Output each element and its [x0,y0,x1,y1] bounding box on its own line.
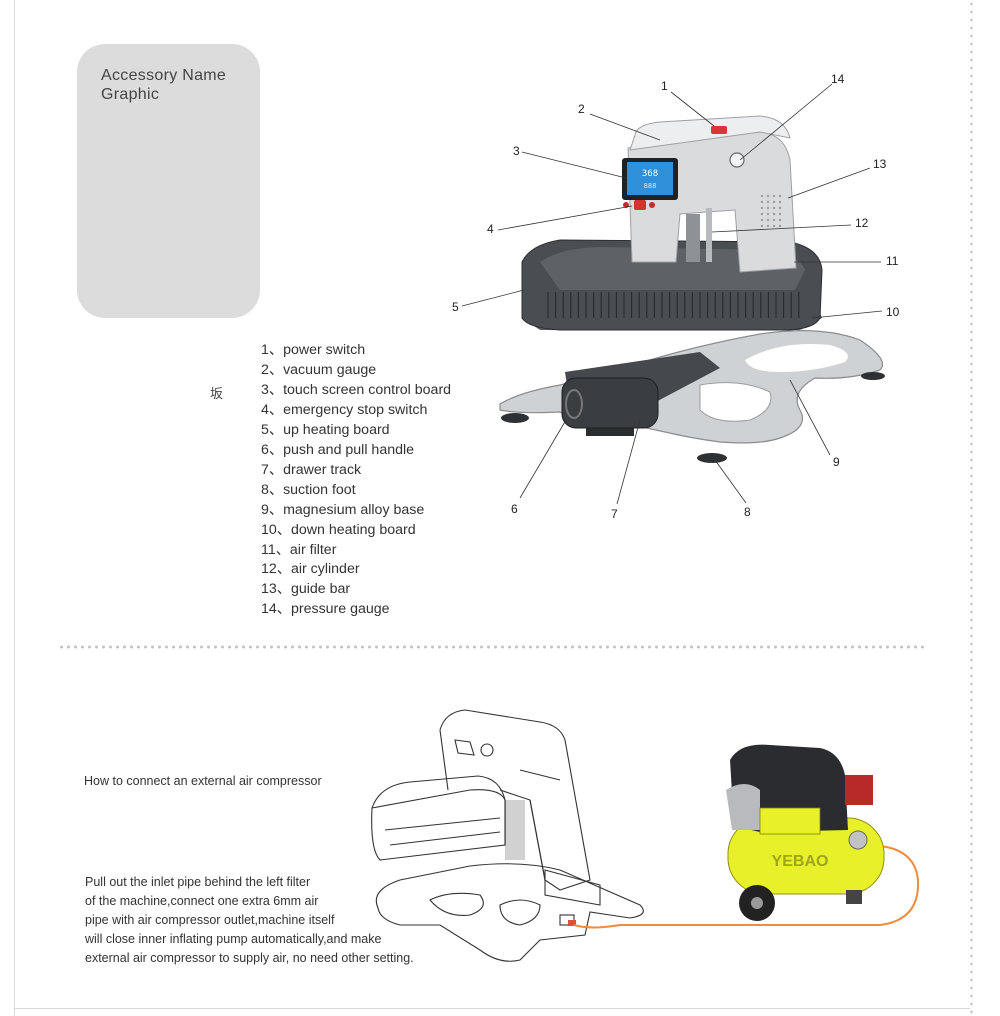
accessory-title-line2: Graphic [101,86,160,103]
legend-item: 5、up heating board [261,421,390,438]
handle-grip [565,389,583,419]
callout-4: 4 [487,222,494,236]
connection-description: Pull out the inlet pipe behind the left … [85,873,445,968]
description-line: Pull out the inlet pipe behind the left … [85,875,311,889]
compressor-wheel [739,885,775,921]
machine-top [629,115,791,151]
pressure-gauge [729,152,745,168]
callout-12: 12 [855,216,869,230]
callout-7: 7 [611,507,618,521]
callout-13: 13 [873,157,887,171]
bottom-border [14,1008,970,1009]
description-line: of the machine,connect one extra 6mm air [85,894,319,908]
suction-foot [501,413,529,423]
guide-bar [706,208,712,262]
emergency-stop-switch [634,200,646,210]
compressor-brand: YEBAO [772,853,829,870]
legend-item: 2、vacuum gauge [261,361,377,378]
wheel-hub [751,897,763,909]
compressor-tank [727,817,885,895]
accessory-name-box: Accessory Name Graphic [77,44,260,318]
suction-foot [697,453,727,463]
outlet-gauge [848,830,868,850]
pressure-switch-box [845,775,873,805]
legend-item: 3、touch screen control board [261,381,452,398]
stray-character: 坂 [210,387,224,402]
heat-press-illustration: 368 888 [461,83,885,505]
callout-14: 14 [831,72,845,86]
callout-11: 11 [886,254,899,268]
description-line: will close inner inflating pump automati… [85,932,382,946]
callout-3: 3 [513,144,520,158]
legend-item: 7、drawer track [261,461,362,478]
left-border [14,0,15,1016]
accessory-title-line1: Accessory Name [101,67,227,84]
description-line: pipe with air compressor outlet,machine … [85,913,335,927]
touch-screen [627,162,673,195]
control-button [649,202,655,208]
legend-item: 10、down heating board [261,521,416,538]
leader-lines [461,83,883,505]
compressor-foot [846,890,862,904]
callout-5: 5 [452,300,459,314]
legend-item: 6、push and pull handle [261,441,415,458]
legend-item: 1、power switch [261,342,366,358]
heating-board-ribs [547,292,800,318]
legend-item: 11、air filter [261,541,337,558]
suction-foot [861,372,885,380]
push-pull-handle [561,377,659,429]
legend-item: 9、magnesium alloy base [261,501,425,518]
base-cutout [699,382,772,422]
howto-title: How to connect an external air compresso… [84,774,322,788]
callout-10: 10 [886,305,900,319]
compressor-head [726,784,760,830]
base-cutout [745,344,848,372]
legend-item: 13、guide bar [261,581,351,598]
air-cylinder [686,214,700,262]
callout-9: 9 [833,455,840,469]
compressor-shroud [759,807,821,835]
compressor-motor [730,744,848,832]
air-hose [573,845,920,929]
description-line: external air compressor to supply air, n… [85,951,414,965]
inlet-connector [568,920,576,926]
legend-item: 14、pressure gauge [261,601,390,618]
callout-1: 1 [661,79,668,93]
line-art-hatching [505,800,525,860]
legend-item: 4、emergency stop switch [261,401,428,418]
callout-2: 2 [578,102,585,116]
legend-item: 8、suction foot [261,481,356,498]
screen-bottom-value: 888 [644,182,657,190]
callout-8: 8 [744,505,751,519]
air-compressor: YEBAO [726,744,885,921]
power-switch [711,126,727,134]
section-divider [58,645,928,649]
accessory-title: Accessory Name Graphic [101,66,226,104]
legend-item: 12、air cylinder [261,561,360,578]
callout-6: 6 [511,502,518,516]
vent-grille [760,194,782,228]
parts-legend: 1、power switch 2、vacuum gauge 3、touch sc… [261,341,451,620]
right-dotted-border [970,0,973,1016]
screen-top-value: 368 [642,169,658,179]
